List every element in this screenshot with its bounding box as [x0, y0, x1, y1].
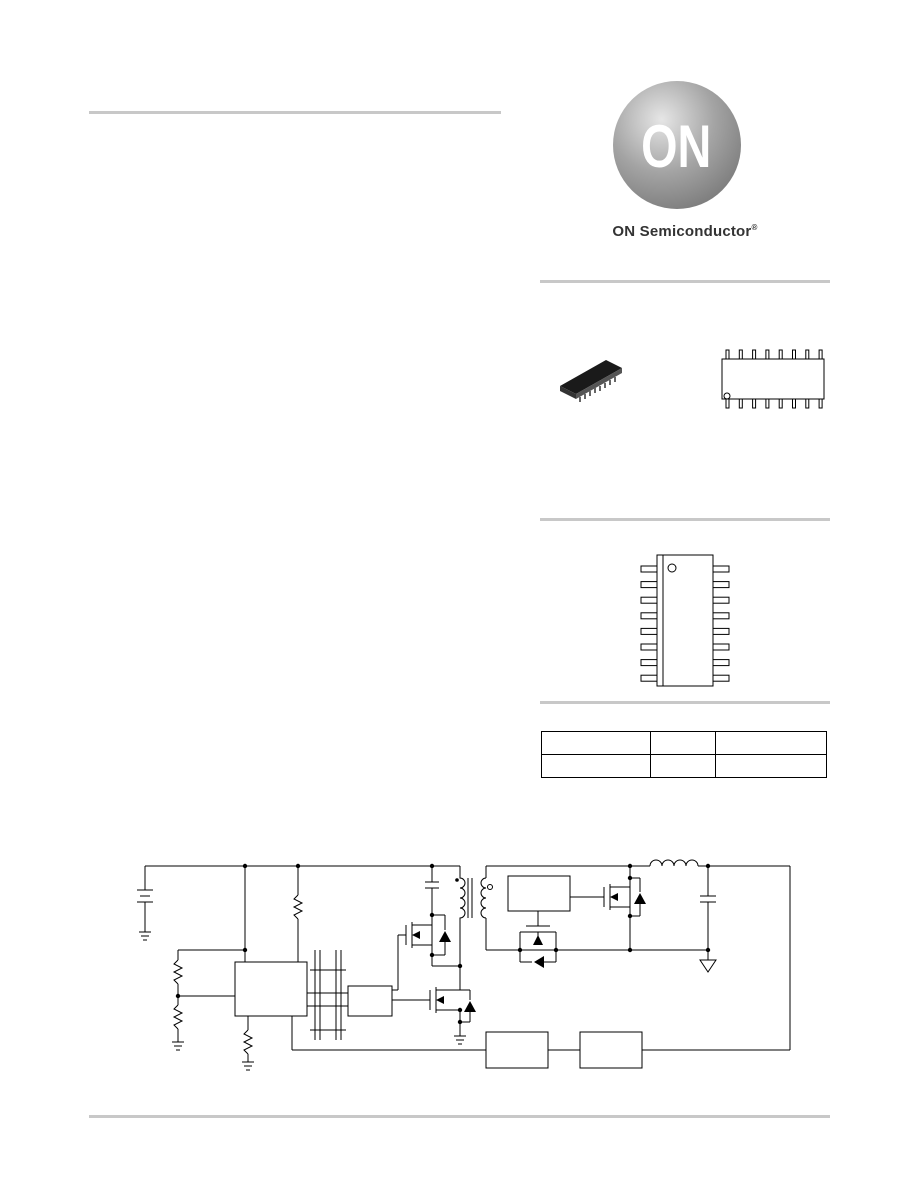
company-name: ON Semiconductor®: [540, 223, 830, 240]
package-pin: [640, 596, 658, 604]
pinout-section-rule: [540, 518, 830, 521]
package-pin: [640, 612, 658, 620]
package-pin: [792, 349, 796, 360]
logo-text: ON: [641, 113, 711, 180]
package-pin: [818, 398, 823, 409]
package-pin: [765, 398, 770, 409]
package-pin: [712, 612, 730, 620]
package-pin: [640, 581, 658, 589]
package-pin: [712, 674, 730, 682]
package-pin: [725, 398, 730, 409]
table-cell: [541, 731, 651, 755]
package-pin: [712, 659, 730, 667]
soic-package-illustration: [560, 360, 622, 402]
company-name-text: ON Semiconductor: [612, 223, 752, 240]
package-pin: [752, 398, 757, 409]
package-pin: [640, 659, 658, 667]
pinout-diagram: [640, 554, 730, 687]
registered-mark: ®: [751, 223, 758, 232]
table-row: [541, 754, 827, 778]
table-cell: [715, 731, 827, 755]
package-pin: [640, 627, 658, 635]
package-pin: [712, 581, 730, 589]
package-pin: [792, 398, 796, 409]
package-pin: [712, 565, 730, 573]
table-cell: [650, 731, 716, 755]
ordering-section-rule: [540, 701, 830, 704]
package-pin: [805, 349, 810, 360]
table-cell: [650, 754, 716, 778]
ordering-table: [541, 731, 827, 778]
package-pin: [738, 398, 743, 409]
package-pin: [765, 349, 770, 360]
footer-rule: [89, 1115, 830, 1118]
table-row: [541, 731, 827, 755]
package-pin: [805, 398, 810, 409]
logo-circle: [613, 81, 741, 209]
package-pin: [640, 674, 658, 682]
package-pin: [712, 643, 730, 651]
package-pin: [818, 349, 823, 360]
package-pin: [778, 349, 783, 360]
package-pin: [738, 349, 743, 360]
package-pin: [712, 596, 730, 604]
package-pin: [778, 398, 783, 409]
package-pin: [752, 349, 757, 360]
title-rule: [89, 111, 501, 114]
package-pin: [725, 349, 730, 360]
marking-diagram: [721, 349, 825, 409]
package-pin: [640, 565, 658, 573]
package-pin: [640, 643, 658, 651]
package-pin: [712, 627, 730, 635]
table-cell: [541, 754, 651, 778]
table-cell: [715, 754, 827, 778]
marking-section-rule: [540, 280, 830, 283]
